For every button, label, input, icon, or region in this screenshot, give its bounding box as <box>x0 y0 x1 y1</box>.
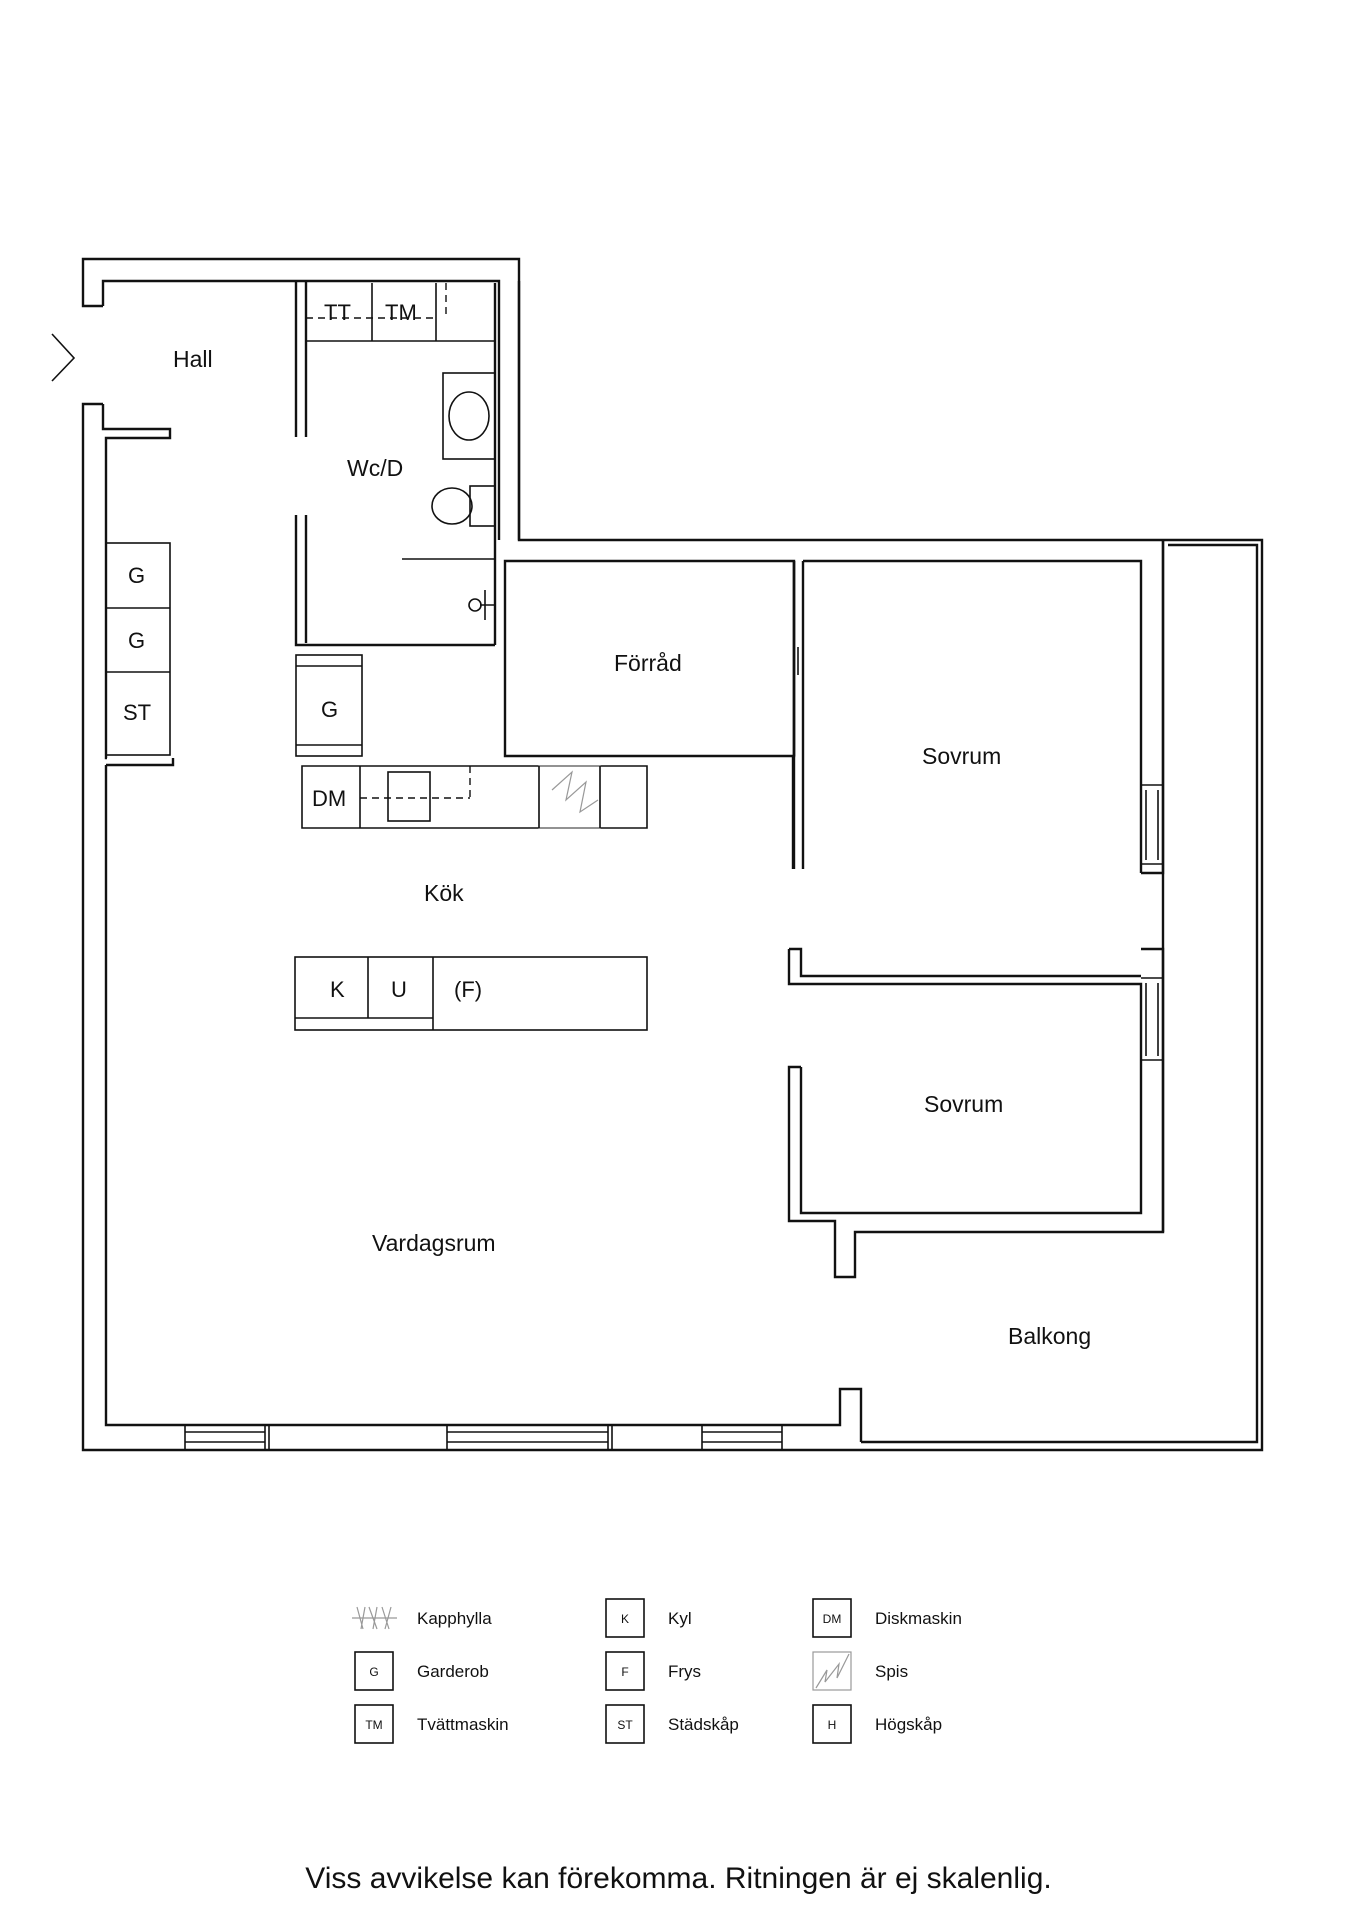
label-g-kitchen: G <box>321 697 338 722</box>
legend-box-icon <box>354 1651 394 1691</box>
label-living: Vardagsrum <box>372 1230 496 1256</box>
legend-label: Diskmaskin <box>875 1609 962 1628</box>
kitchen-island <box>294 956 648 1031</box>
label-tm: TM <box>385 300 417 325</box>
stove-zigzag <box>815 1653 850 1689</box>
legend-label: Frys <box>668 1662 701 1681</box>
legend-item: Spis <box>812 1651 908 1691</box>
legend-symbol: K <box>621 1612 629 1626</box>
legend-label: Kyl <box>668 1609 692 1628</box>
legend-symbol: ST <box>617 1718 633 1732</box>
legend-item: K Kyl <box>605 1598 692 1638</box>
wc-walls <box>294 281 497 647</box>
legend-label: Garderob <box>417 1662 489 1681</box>
label-hall: Hall <box>173 346 213 372</box>
label-tt: TT <box>324 300 351 325</box>
label-g-hall-2: G <box>128 628 145 653</box>
hall-entry <box>51 333 76 382</box>
bedroom-2-walls <box>787 540 1165 1279</box>
legend-box-icon <box>605 1651 645 1691</box>
legend-box-icon <box>605 1598 645 1638</box>
label-storage: Förråd <box>614 650 682 676</box>
legend-item: Kapphylla <box>352 1606 492 1630</box>
disclaimer: Viss avvikelse kan förekomma. Ritningen … <box>305 1862 1052 1895</box>
legend-item: TM Tvättmaskin <box>354 1704 509 1744</box>
label-bedroom-2: Sovrum <box>924 1091 1003 1117</box>
legend-label: Kapphylla <box>417 1609 492 1628</box>
legend-label: Städskåp <box>668 1715 739 1734</box>
storage-walls <box>503 559 805 869</box>
label-g-hall-1: G <box>128 563 145 588</box>
legend-box-icon <box>354 1704 394 1744</box>
kitchen-wardrobe <box>295 654 363 757</box>
stove-icon <box>812 1651 852 1691</box>
legend-item: ST Städskåp <box>605 1704 739 1744</box>
outer-walls <box>81 257 1264 1452</box>
legend-label: Högskåp <box>875 1715 942 1734</box>
legend-label: Tvättmaskin <box>417 1715 509 1734</box>
label-st-hall: ST <box>123 700 151 725</box>
labels: Hall Wc/D Förråd Sovrum Sovrum Kök Varda… <box>123 300 1091 1349</box>
legend-box-icon <box>812 1598 852 1638</box>
legend-label: Spis <box>875 1662 908 1681</box>
label-kitchen: Kök <box>424 880 464 906</box>
label-dm: DM <box>312 786 346 811</box>
coat-rack-icon <box>352 1606 397 1630</box>
legend-item: DM Diskmaskin <box>812 1598 962 1638</box>
bedroom-1-walls <box>792 540 1165 875</box>
label-u: U <box>391 977 407 1002</box>
legend-symbol: TM <box>365 1718 382 1732</box>
legend-symbol: F <box>621 1665 628 1679</box>
label-k: K <box>330 977 345 1002</box>
legend-item: H Högskåp <box>812 1704 942 1744</box>
hall-wardrobes <box>105 542 171 756</box>
legend-item: G Garderob <box>354 1651 489 1691</box>
kitchen-counter <box>301 765 648 829</box>
legend-symbol: DM <box>823 1612 842 1626</box>
legend-item: F Frys <box>605 1651 701 1691</box>
label-bedroom-1: Sovrum <box>922 743 1001 769</box>
legend-box-icon <box>812 1704 852 1744</box>
legend-symbol: H <box>828 1718 837 1732</box>
legend-symbol: G <box>369 1665 378 1679</box>
label-f: (F) <box>454 977 482 1002</box>
label-wc: Wc/D <box>347 455 403 481</box>
label-balcony: Balkong <box>1008 1323 1091 1349</box>
windows-bottom <box>184 1425 783 1450</box>
legend-box-icon <box>605 1704 645 1744</box>
